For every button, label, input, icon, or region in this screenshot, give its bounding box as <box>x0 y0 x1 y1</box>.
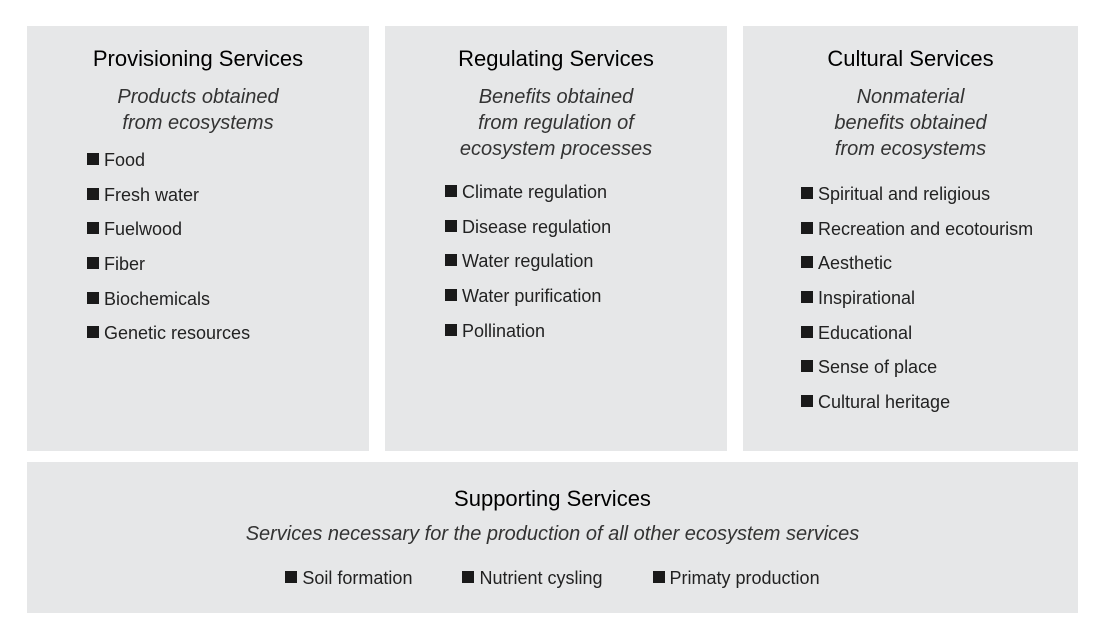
list-item: Water regulation <box>445 250 611 285</box>
list-item-label: Fuelwood <box>104 219 183 240</box>
supporting-services-panel: Supporting Services Services necessary f… <box>27 462 1078 613</box>
square-bullet-icon <box>445 289 457 302</box>
square-bullet-icon <box>462 571 475 583</box>
square-bullet-icon <box>285 571 298 583</box>
square-bullet-icon <box>801 256 813 269</box>
square-bullet-icon <box>801 395 813 408</box>
panel-subtitle: Nonmaterial benefits obtained from ecosy… <box>834 86 987 160</box>
square-bullet-icon <box>801 360 813 373</box>
square-bullet-icon <box>445 219 457 232</box>
list-item: Soil formation <box>285 567 412 589</box>
service-list: Food Fresh water Fuelwood Fiber Biochemi… <box>87 149 250 357</box>
list-item-label: Pollination <box>462 320 546 341</box>
panel-title: Cultural Services <box>827 46 994 71</box>
list-item: Disease regulation <box>445 216 611 251</box>
list-item: Pollination <box>445 320 611 355</box>
service-list: Soil formation Nutrient cysling Primaty … <box>27 567 1078 589</box>
list-item-label: Inspirational <box>818 288 916 309</box>
list-item-label: Food <box>104 150 146 170</box>
list-item-label: Genetic resources <box>104 323 251 344</box>
list-item: Cultural heritage <box>801 391 1033 426</box>
panel-title: Regulating Services <box>458 46 654 71</box>
list-item-label: Fresh water <box>104 184 200 205</box>
list-item: Fresh water <box>87 184 250 219</box>
list-item-label: Cultural heritage <box>818 392 951 413</box>
square-bullet-icon <box>801 291 813 304</box>
regulating-services-panel: Regulating Services Benefits obtained fr… <box>385 26 727 451</box>
list-item-label: Aesthetic <box>818 253 893 274</box>
list-item-label: Primaty production <box>669 568 820 588</box>
list-item-label: Educational <box>818 322 913 343</box>
list-item: Spiritual and religious <box>801 183 1033 218</box>
panel-title: Provisioning Services <box>92 46 304 71</box>
list-item: Fuelwood <box>87 218 250 253</box>
list-item-label: Nutrient cysling <box>479 568 603 588</box>
square-bullet-icon <box>652 571 665 583</box>
list-item: Aesthetic <box>801 252 1033 287</box>
list-item: Sense of place <box>801 356 1033 391</box>
square-bullet-icon <box>87 257 99 270</box>
square-bullet-icon <box>87 187 99 200</box>
list-item: Biochemicals <box>87 288 250 323</box>
list-item-label: Sense of place <box>818 357 938 378</box>
list-item: Primaty production <box>652 567 820 589</box>
square-bullet-icon <box>801 325 813 338</box>
list-item-label: Recreation and ecotourism <box>818 218 1034 239</box>
square-bullet-icon <box>445 254 457 267</box>
list-item: Recreation and ecotourism <box>801 218 1033 253</box>
square-bullet-icon <box>445 185 457 197</box>
square-bullet-icon <box>801 221 813 234</box>
square-bullet-icon <box>87 326 99 339</box>
list-item-label: Water regulation <box>462 251 594 272</box>
list-item: Nutrient cysling <box>462 567 603 589</box>
list-item: Genetic resources <box>87 322 250 357</box>
list-item: Water purification <box>445 285 611 320</box>
list-item-label: Biochemicals <box>104 288 211 309</box>
list-item-label: Fiber <box>104 254 146 275</box>
list-item-label: Climate regulation <box>462 182 608 202</box>
square-bullet-icon <box>87 291 99 304</box>
panel-title: Supporting Services <box>454 486 651 511</box>
list-item: Fiber <box>87 253 250 288</box>
list-item: Educational <box>801 322 1033 357</box>
service-list: Climate regulation Disease regulation Wa… <box>445 181 611 354</box>
list-item-label: Disease regulation <box>462 216 612 237</box>
square-bullet-icon <box>87 222 99 235</box>
list-item: Food <box>87 149 250 184</box>
provisioning-services-panel: Provisioning Services Products obtained … <box>27 26 369 451</box>
square-bullet-icon <box>87 153 99 165</box>
cultural-services-panel: Cultural Services Nonmaterial benefits o… <box>743 26 1078 451</box>
list-item-label: Spiritual and religious <box>818 184 991 204</box>
list-item-label: Soil formation <box>302 568 413 588</box>
list-item: Inspirational <box>801 287 1033 322</box>
square-bullet-icon <box>445 323 457 336</box>
list-item: Climate regulation <box>445 181 611 216</box>
panel-subtitle: Benefits obtained from regulation of eco… <box>459 86 653 160</box>
panel-subtitle: Services necessary for the production of… <box>245 523 860 545</box>
panel-subtitle: Products obtained from ecosystems <box>117 86 279 134</box>
service-list: Spiritual and religious Recreation and e… <box>801 183 1033 426</box>
square-bullet-icon <box>801 187 813 199</box>
list-item-label: Water purification <box>462 286 602 307</box>
